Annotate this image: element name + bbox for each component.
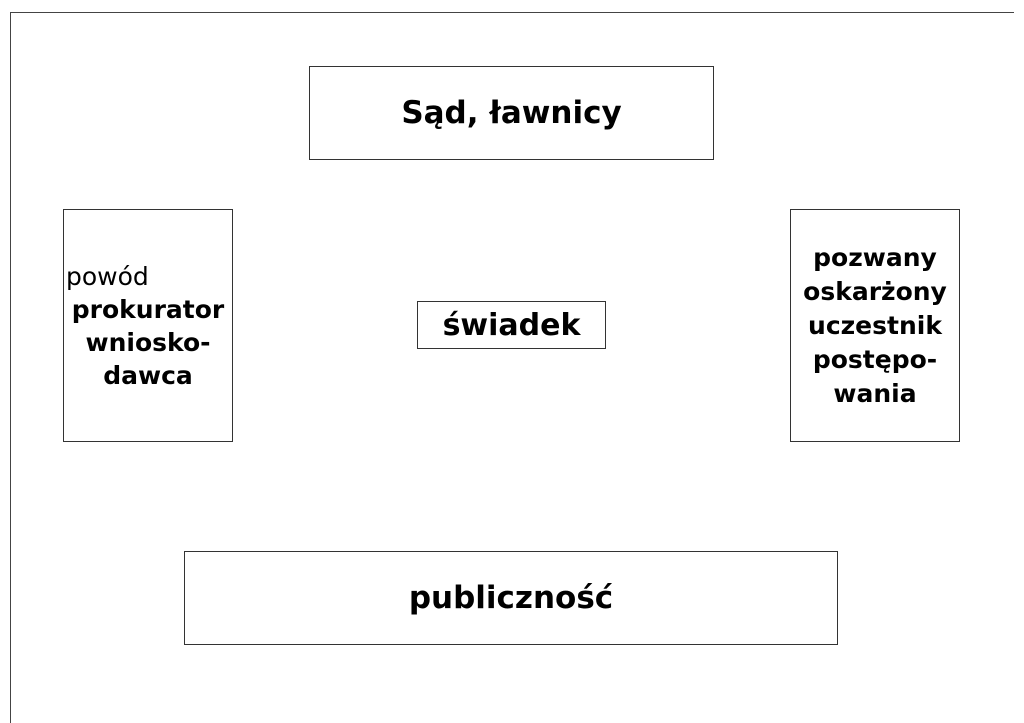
plaintiff-line-4: dawca xyxy=(103,360,193,390)
public-box: publiczność xyxy=(184,551,838,645)
witness-box: świadek xyxy=(417,301,606,349)
frame-left-border xyxy=(10,12,11,723)
frame-top-border xyxy=(10,12,1014,13)
defendant-box: pozwany oskarżony uczestnik postępo- wan… xyxy=(790,209,960,442)
court-box: Sąd, ławnicy xyxy=(309,66,714,160)
plaintiff-box: powód prokurator wniosko- dawca xyxy=(63,209,233,442)
plaintiff-line-1: powód xyxy=(66,261,149,291)
defendant-line-5: wania xyxy=(833,378,917,408)
plaintiff-line-2: prokurator xyxy=(71,294,225,324)
court-label: Sąd, ławnicy xyxy=(401,95,622,131)
defendant-line-3: uczestnik xyxy=(808,310,942,340)
public-label: publiczność xyxy=(408,580,614,616)
plaintiff-line-3: wniosko- xyxy=(85,327,211,357)
witness-label: świadek xyxy=(442,307,581,343)
defendant-line-1: pozwany xyxy=(813,242,937,272)
defendant-line-2: oskarżony xyxy=(803,276,947,306)
defendant-line-4: postępo- xyxy=(812,344,938,374)
